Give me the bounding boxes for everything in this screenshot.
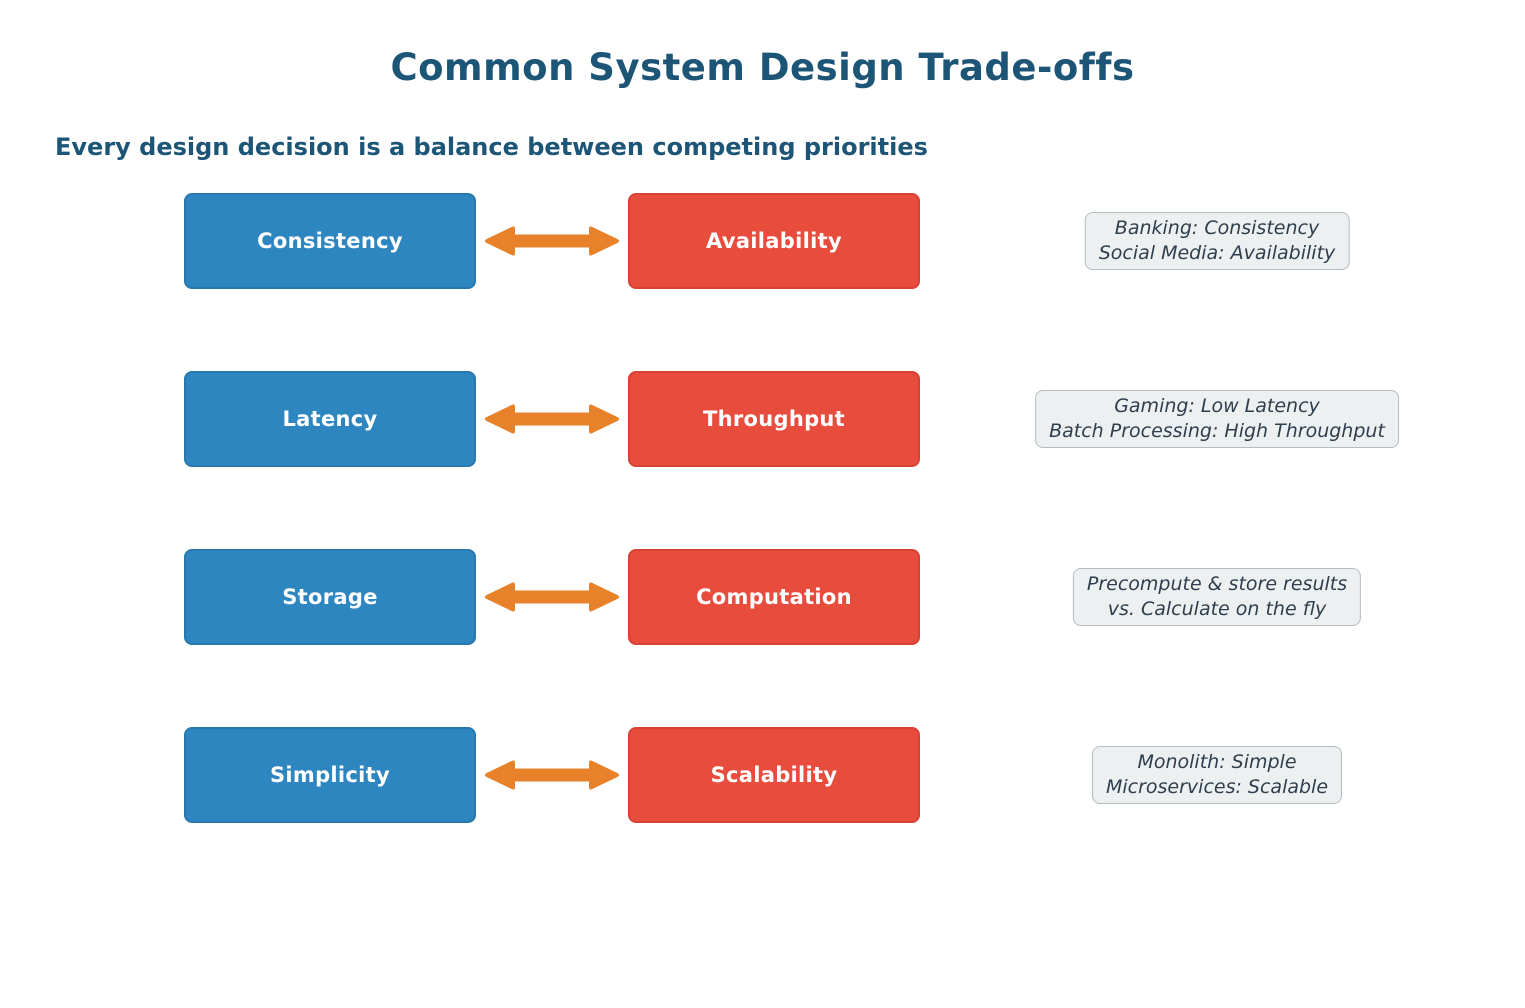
right-option-box: Availability [628,193,920,289]
subtitle: Every design decision is a balance betwe… [55,133,928,161]
right-option-label: Availability [706,229,842,253]
tradeoff-row-storage-computation: Storage Computation Precompute & store r… [0,549,1525,645]
note-line: Banking: Consistency [1114,217,1320,239]
note-line: Gaming: Low Latency [1114,395,1320,417]
tradeoff-row-latency-throughput: Latency Throughput Gaming: Low Latency B… [0,371,1525,467]
tradeoff-row-consistency-availability: Consistency Availability Banking: Consis… [0,193,1525,289]
note-line: Monolith: Simple [1137,751,1297,773]
left-option-box: Latency [184,371,476,467]
left-option-label: Consistency [257,229,403,253]
note-line: Batch Processing: High Throughput [1049,420,1385,442]
note-line: vs. Calculate on the fly [1107,598,1327,620]
left-option-box: Storage [184,549,476,645]
example-note: Gaming: Low Latency Batch Processing: Hi… [1035,390,1399,448]
right-option-label: Throughput [702,407,845,431]
right-option-label: Scalability [710,763,838,787]
right-option-label: Computation [696,585,852,609]
right-option-box: Throughput [628,371,920,467]
right-option-box: Computation [628,549,920,645]
tradeoff-arrow-icon [485,404,619,434]
note-line: Precompute & store results [1086,573,1348,595]
right-option-box: Scalability [628,727,920,823]
example-note: Precompute & store results vs. Calculate… [1072,568,1362,626]
left-option-box: Simplicity [184,727,476,823]
page-title: Common System Design Trade-offs [390,46,1135,89]
tradeoff-arrow-icon [485,226,619,256]
left-option-label: Simplicity [269,763,390,787]
note-line: Microservices: Scalable [1105,776,1329,798]
left-option-label: Storage [282,585,378,609]
note-line: Social Media: Availability [1098,242,1336,264]
example-note: Monolith: Simple Microservices: Scalable [1091,746,1343,804]
left-option-box: Consistency [184,193,476,289]
example-note: Banking: Consistency Social Media: Avail… [1084,212,1350,270]
tradeoff-arrow-icon [485,582,619,612]
left-option-label: Latency [282,407,378,431]
tradeoff-row-simplicity-scalability: Simplicity Scalability Monolith: Simple … [0,727,1525,823]
tradeoff-arrow-icon [485,760,619,790]
